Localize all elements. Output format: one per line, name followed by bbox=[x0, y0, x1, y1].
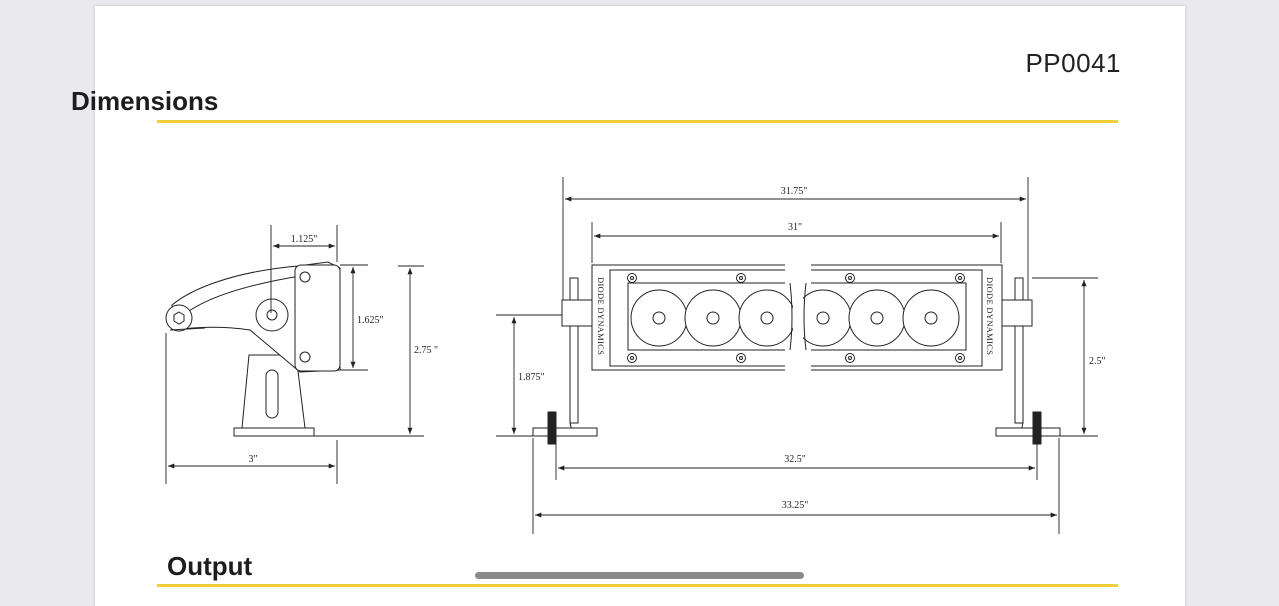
led-optic bbox=[684, 289, 742, 347]
section-title-output: Output bbox=[167, 551, 253, 581]
scroll-indicator[interactable] bbox=[475, 572, 804, 579]
dim-label-bracket-offset: 1.125" bbox=[291, 234, 318, 245]
section-title-dimensions: Dimensions bbox=[71, 86, 219, 116]
dim-label-overall-width: 31.75" bbox=[781, 186, 808, 197]
dim-label-mount-height-front: 1.875" bbox=[518, 372, 545, 383]
section-divider-output bbox=[157, 584, 1118, 587]
dimension-drawing: 1.125" 1.625" 2.75 " 3" bbox=[165, 177, 1106, 534]
dim-label-housing-height: 2.5" bbox=[1089, 356, 1106, 367]
led-optic bbox=[902, 289, 960, 347]
led-optic bbox=[794, 289, 852, 347]
brand-label-right: DIODE DYNAMICS bbox=[985, 277, 995, 355]
dim-label-total-height-side: 2.75 " bbox=[414, 345, 438, 356]
break-gap bbox=[793, 262, 803, 374]
dim-label-bolt-spacing: 32.5" bbox=[784, 454, 806, 465]
dim-label-total-width: 33.25" bbox=[782, 500, 809, 511]
dim-label-mount-height-side: 1.625" bbox=[357, 315, 384, 326]
document-code: PP0041 bbox=[1025, 48, 1121, 78]
dim-label-depth: 3" bbox=[248, 454, 257, 465]
dim-label-housing-width: 31" bbox=[788, 222, 802, 233]
led-optic bbox=[738, 289, 796, 347]
section-divider-dimensions bbox=[157, 120, 1118, 123]
brand-label-left: DIODE DYNAMICS bbox=[596, 277, 606, 355]
led-array bbox=[630, 289, 960, 347]
led-optic bbox=[848, 289, 906, 347]
led-optic bbox=[630, 289, 688, 347]
side-view bbox=[165, 261, 341, 437]
